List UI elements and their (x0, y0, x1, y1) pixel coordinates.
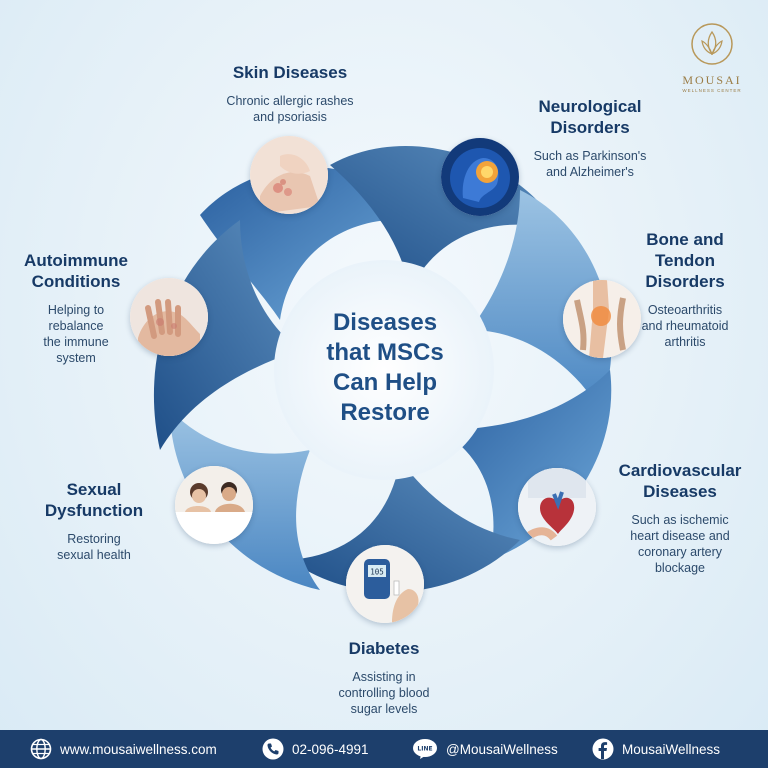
brand-tagline: WELLNESS CENTER (682, 88, 742, 93)
center-title-line: Can Help (332, 369, 437, 396)
brain-photo (441, 138, 519, 216)
website-text: www.mousaiwellness.com (60, 741, 217, 757)
center-disc (274, 260, 494, 480)
line-text: @MousaiWellness (446, 741, 558, 757)
center-title-line: that MSCs (326, 339, 444, 366)
lotus-emblem-icon (691, 23, 733, 65)
phone-text: 02-096-4991 (292, 741, 369, 757)
meter-reading: 105 (370, 568, 384, 577)
knee-photo (563, 280, 641, 358)
item-title: Diabetes (348, 639, 420, 658)
skin-rash-photo (250, 136, 328, 214)
phone-link[interactable]: 02-096-4991 (262, 730, 369, 768)
hands-photo (130, 278, 208, 356)
line-app-icon: LINE (412, 738, 438, 760)
brand-name: MOUSAI (682, 73, 742, 87)
glucose-meter-photo: 105 (346, 545, 424, 623)
contact-footer: www.mousaiwellness.com 02-096-4991 LINE … (0, 730, 768, 768)
line-icon-label: LINE (417, 746, 432, 753)
center-title-line: Restore (340, 399, 430, 426)
brand-logo: MOUSAI WELLNESS CENTER (680, 22, 744, 93)
globe-icon (30, 738, 52, 760)
facebook-link[interactable]: MousaiWellness (592, 730, 720, 768)
couple-photo (175, 466, 253, 544)
line-link[interactable]: LINE @MousaiWellness (412, 730, 558, 768)
phone-icon (262, 738, 284, 760)
center-title-line: Diseases (332, 309, 438, 336)
heart-model-photo (518, 468, 596, 546)
facebook-icon (592, 738, 614, 760)
facebook-text: MousaiWellness (622, 741, 721, 757)
item-title: Skin Diseases (232, 63, 348, 82)
center-title: Diseases that MSCs Can Help Restore (300, 308, 470, 428)
website-link[interactable]: www.mousaiwellness.com (30, 730, 217, 768)
